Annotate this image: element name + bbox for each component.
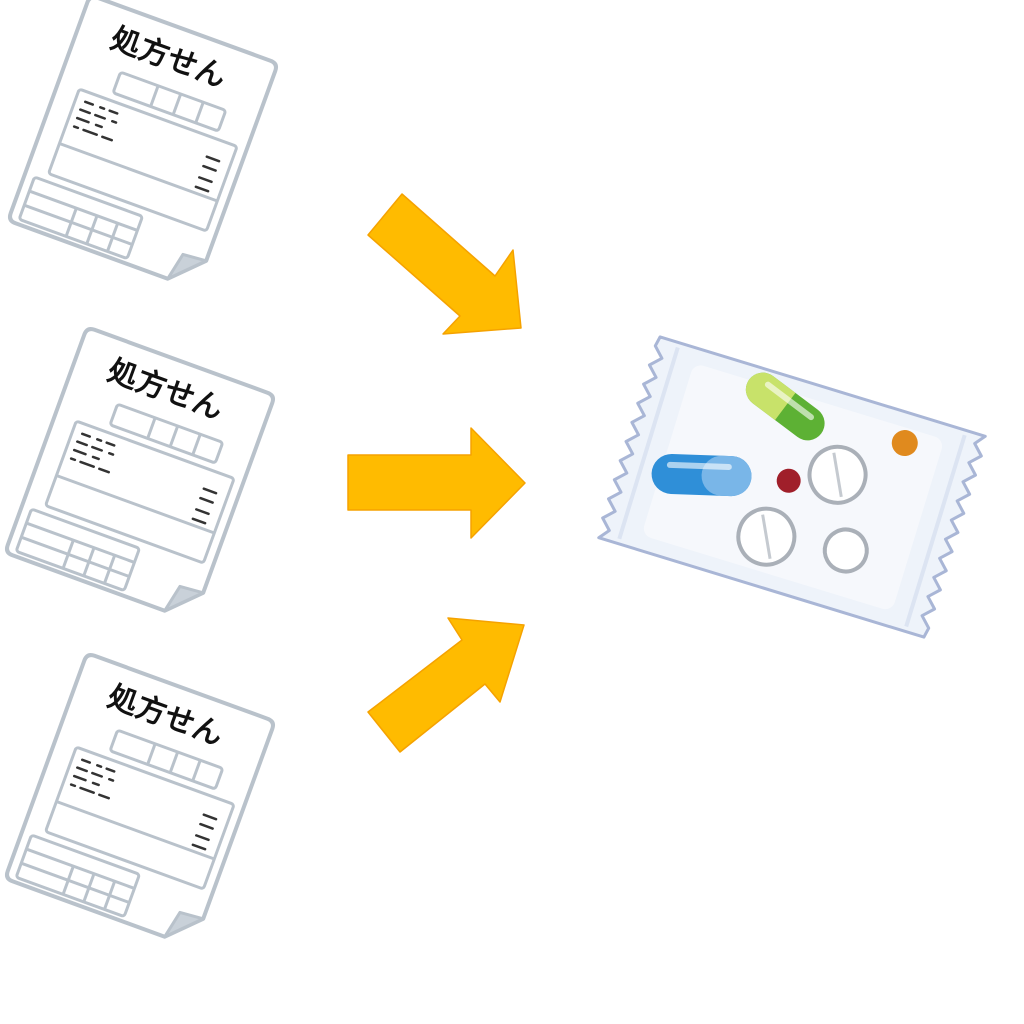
arrow-up-right-icon — [367, 617, 525, 753]
medicine-pack — [597, 335, 987, 639]
red-pill — [776, 468, 801, 493]
prescription-document-2: 処方せん — [2, 325, 278, 623]
prescription-document-3: 処方せん — [2, 651, 278, 949]
white-tablet — [736, 506, 797, 567]
green-capsule — [745, 372, 825, 441]
white-tablet — [822, 527, 869, 574]
prescription-document-1: 処方せん — [5, 0, 281, 291]
orange-pill — [891, 430, 918, 457]
arrow-down-right-icon — [367, 193, 522, 335]
white-tablet — [807, 444, 868, 505]
blue-capsule — [651, 453, 752, 497]
arrow-right-icon — [347, 427, 526, 539]
